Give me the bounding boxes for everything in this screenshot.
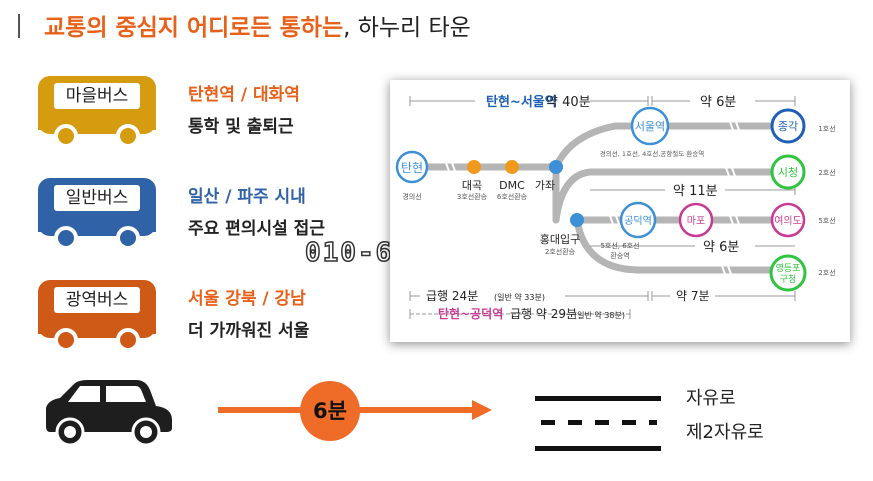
station-dmc: [505, 160, 519, 174]
station-jonggak-label: 종각: [778, 120, 798, 133]
station-sicheong-line: 2호선: [818, 168, 835, 177]
line-to-yeongdeungpo: [573, 216, 789, 274]
station-yeongdeungpo-line: 2호선: [818, 268, 835, 277]
express2-time-label: 급행 약 29분: [510, 306, 577, 321]
station-dmc-line: 6호선환승: [497, 192, 528, 201]
top-right-time-label: 약 6분: [700, 95, 736, 110]
title-divider: [18, 14, 20, 38]
station-yeongdeungpo-label2: 구청: [780, 274, 797, 285]
subway-map: 탄현~서울역 약 40분 약 6분 약 11분 약 6분 탄현 경의선 대곡 3…: [390, 80, 850, 342]
station-yeouido-line: 5호선: [818, 216, 835, 225]
station-tanhyeon-line: 경의선: [402, 192, 421, 201]
bus-route-desc: 더 가까워진 서울: [188, 321, 310, 341]
bus-icon: 광역버스: [36, 278, 160, 356]
station-gongdeok: [619, 201, 657, 239]
station-gajwa: [549, 160, 563, 174]
station-seoul-label: 서울역: [635, 120, 665, 133]
road-dashed: [541, 420, 657, 425]
title-rest: , 하누리 타운: [343, 15, 471, 41]
road-solid-bottom: [535, 446, 661, 451]
car-icon: [46, 380, 172, 446]
bus-route: 일산 / 파주 시내: [188, 187, 306, 207]
road-label-jayuro: 자유로: [686, 388, 736, 409]
station-mapo-label: 마포: [687, 215, 705, 227]
line-to-jonggak: [552, 122, 789, 171]
page-title: 교통의 중심지 어디로든 통하는, 하누리 타운: [44, 8, 471, 42]
bus-route: 서울 강북 / 강남: [188, 289, 306, 309]
station-daegok-label: 대곡: [462, 179, 482, 192]
station-hongdae: [570, 213, 584, 227]
bus-route-desc: 통학 및 출퇴근: [188, 117, 294, 137]
express2-route-label: 탄현~공덕역: [438, 306, 503, 321]
station-hongdae-label: 홍대입구: [540, 232, 580, 246]
bus-route: 탄현역 / 대화역: [188, 85, 300, 105]
road-solid-top: [535, 396, 661, 401]
station-daegok: [467, 160, 481, 174]
station-jonggak: [770, 108, 806, 144]
bus-type-label: 마을버스: [54, 83, 140, 109]
express1-label: 급행 24분: [426, 288, 478, 303]
drive-time-badge: 6분: [300, 381, 360, 441]
station-mapo: [678, 202, 714, 238]
subway-map-graphic: 탄현~서울역 약 40분 약 6분 약 11분 약 6분 탄현 경의선 대곡 3…: [395, 94, 836, 321]
station-seoul-line: 경의선, 1호선, 4호선,공항철도 환승역: [600, 149, 704, 158]
bus-icon: 마을버스: [36, 74, 160, 152]
station-yeongdeungpo: [769, 254, 807, 292]
express1-note: (일반 약 33분): [494, 292, 545, 302]
station-yeouido-label: 여의도: [774, 215, 802, 227]
station-sicheong-label: 시청: [778, 166, 798, 179]
station-jonggak-line: 1호선: [818, 124, 835, 133]
lower-time-label: 약 6분: [703, 240, 739, 255]
bus-type-label: 일반버스: [54, 185, 140, 211]
station-seoul: [630, 106, 670, 146]
station-yeongdeungpo-label1: 영등포: [776, 263, 801, 274]
station-gongdeok-line2: 환승역: [610, 251, 629, 260]
top-route-label: 탄현~서울역: [486, 94, 557, 110]
station-gajwa-label: 가좌: [535, 179, 555, 192]
station-gongdeok-line1: 5호선, 6호선: [600, 241, 639, 250]
top-time-label: 약 40분: [546, 95, 591, 110]
station-sicheong: [770, 154, 806, 190]
station-hongdae-line: 2호선환승: [545, 247, 576, 256]
station-yeouido: [770, 202, 806, 238]
bus-icon: 일반버스: [36, 176, 160, 254]
express1-right-label: 약 7분: [676, 288, 710, 303]
road-label-je2jayuro: 제2자유로: [686, 422, 764, 443]
line-to-sicheong: [552, 168, 789, 224]
title-highlight: 교통의 중심지 어디로든 통하는: [44, 15, 344, 41]
station-tanhyeon-label: 탄현: [401, 161, 423, 175]
station-tanhyeon: [395, 150, 429, 184]
express2-note: (일반 약 38분): [574, 310, 625, 320]
station-gongdeok-label: 공덕역: [624, 215, 652, 227]
bus-route-desc: 주요 편의시설 접근: [188, 219, 325, 239]
drive-arrow-head: [472, 400, 492, 420]
station-daegok-line: 3호선환승: [457, 192, 488, 201]
mid-time-label: 약 11분: [673, 184, 718, 199]
station-dmc-label: DMC: [499, 179, 525, 192]
bus-type-label: 광역버스: [54, 287, 140, 313]
